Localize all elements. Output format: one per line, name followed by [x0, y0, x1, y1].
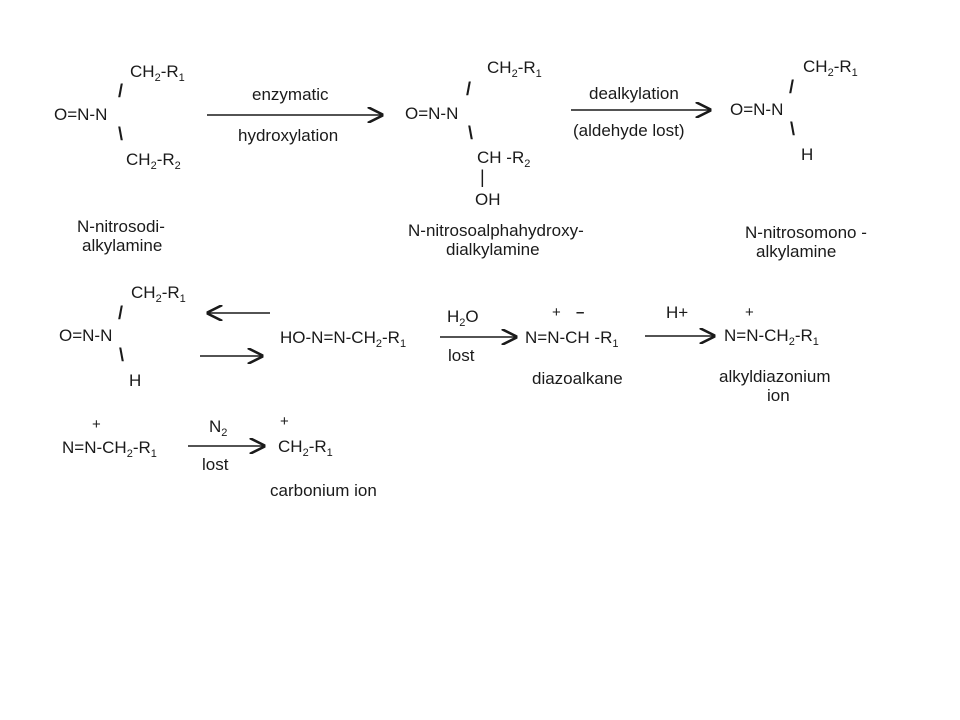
arrow4-above: H+ — [666, 303, 689, 322]
arrow2-below: (aldehyde lost) — [573, 121, 685, 140]
mol4-h: H — [129, 371, 142, 390]
mol1-label-line2: alkylamine — [82, 236, 163, 255]
mol9-charge-plus: + — [280, 413, 289, 430]
mol2-label-line1: N-nitrosoalphahydroxy- — [408, 221, 584, 240]
mol5-formula: HO-N=N-CH2-R1 — [280, 328, 407, 350]
mol1-ch2-r1: CH2-R1 — [130, 62, 185, 84]
arrow1-below: hydroxylation — [238, 126, 339, 145]
mol9-formula: CH2-R1 — [278, 437, 333, 459]
mol6-formula: N=N-CH -R1 — [525, 328, 619, 350]
mol7-label-line2: ion — [767, 386, 790, 405]
mol3-onn: O=N-N — [730, 100, 784, 119]
bond-mark: | — [480, 167, 485, 187]
arrow1-above: enzymatic — [252, 85, 329, 104]
mol4-ch2-r1: CH2-R1 — [131, 283, 186, 305]
bond-mark: / — [118, 303, 124, 323]
mol2-ch-r2: CH -R2 — [477, 148, 531, 170]
mol2-oh: OH — [475, 190, 501, 209]
bond-mark: \ — [790, 119, 796, 139]
mol3-h: H — [801, 145, 814, 164]
mol2-ch2-r1: CH2-R1 — [487, 58, 542, 80]
mol7-label-line1: alkyldiazonium — [719, 367, 831, 386]
arrow2-above: dealkylation — [589, 84, 679, 103]
mol2-label-line2: dialkylamine — [446, 240, 540, 259]
bond-mark: \ — [119, 345, 125, 365]
bond-mark: / — [118, 81, 124, 101]
mol1-onn: O=N-N — [54, 105, 108, 124]
mol3-label-line2: alkylamine — [756, 242, 837, 261]
bond-mark: / — [466, 79, 472, 99]
bond-mark: \ — [468, 123, 474, 143]
mol9-label: carbonium ion — [270, 481, 377, 500]
mol3-label-line1: N-nitrosomono - — [745, 223, 867, 242]
mol2-onn: O=N-N — [405, 104, 459, 123]
mol3-ch2-r1: CH2-R1 — [803, 57, 858, 79]
mol6-label: diazoalkane — [532, 369, 623, 388]
mol7-formula: N=N-CH2-R1 — [724, 326, 819, 348]
mol1-label-line1: N-nitrosodi- — [77, 217, 165, 236]
mol8-formula: N=N-CH2-R1 — [62, 438, 157, 460]
arrow5-above: N2 — [209, 417, 228, 439]
mol1-ch2-r2: CH2-R2 — [126, 150, 181, 172]
arrow3-above: H2O — [447, 307, 479, 329]
arrow3-below: lost — [448, 346, 475, 365]
mol4-onn: O=N-N — [59, 326, 113, 345]
mol6-charge-plus: + — [552, 304, 561, 321]
mol7-charge-plus: + — [745, 304, 754, 321]
bond-mark: / — [789, 77, 795, 97]
mol8-charge-plus: + — [92, 416, 101, 433]
arrow5-below: lost — [202, 455, 229, 474]
bond-mark: \ — [118, 124, 124, 144]
mol6-charge-minus: – — [576, 304, 585, 321]
